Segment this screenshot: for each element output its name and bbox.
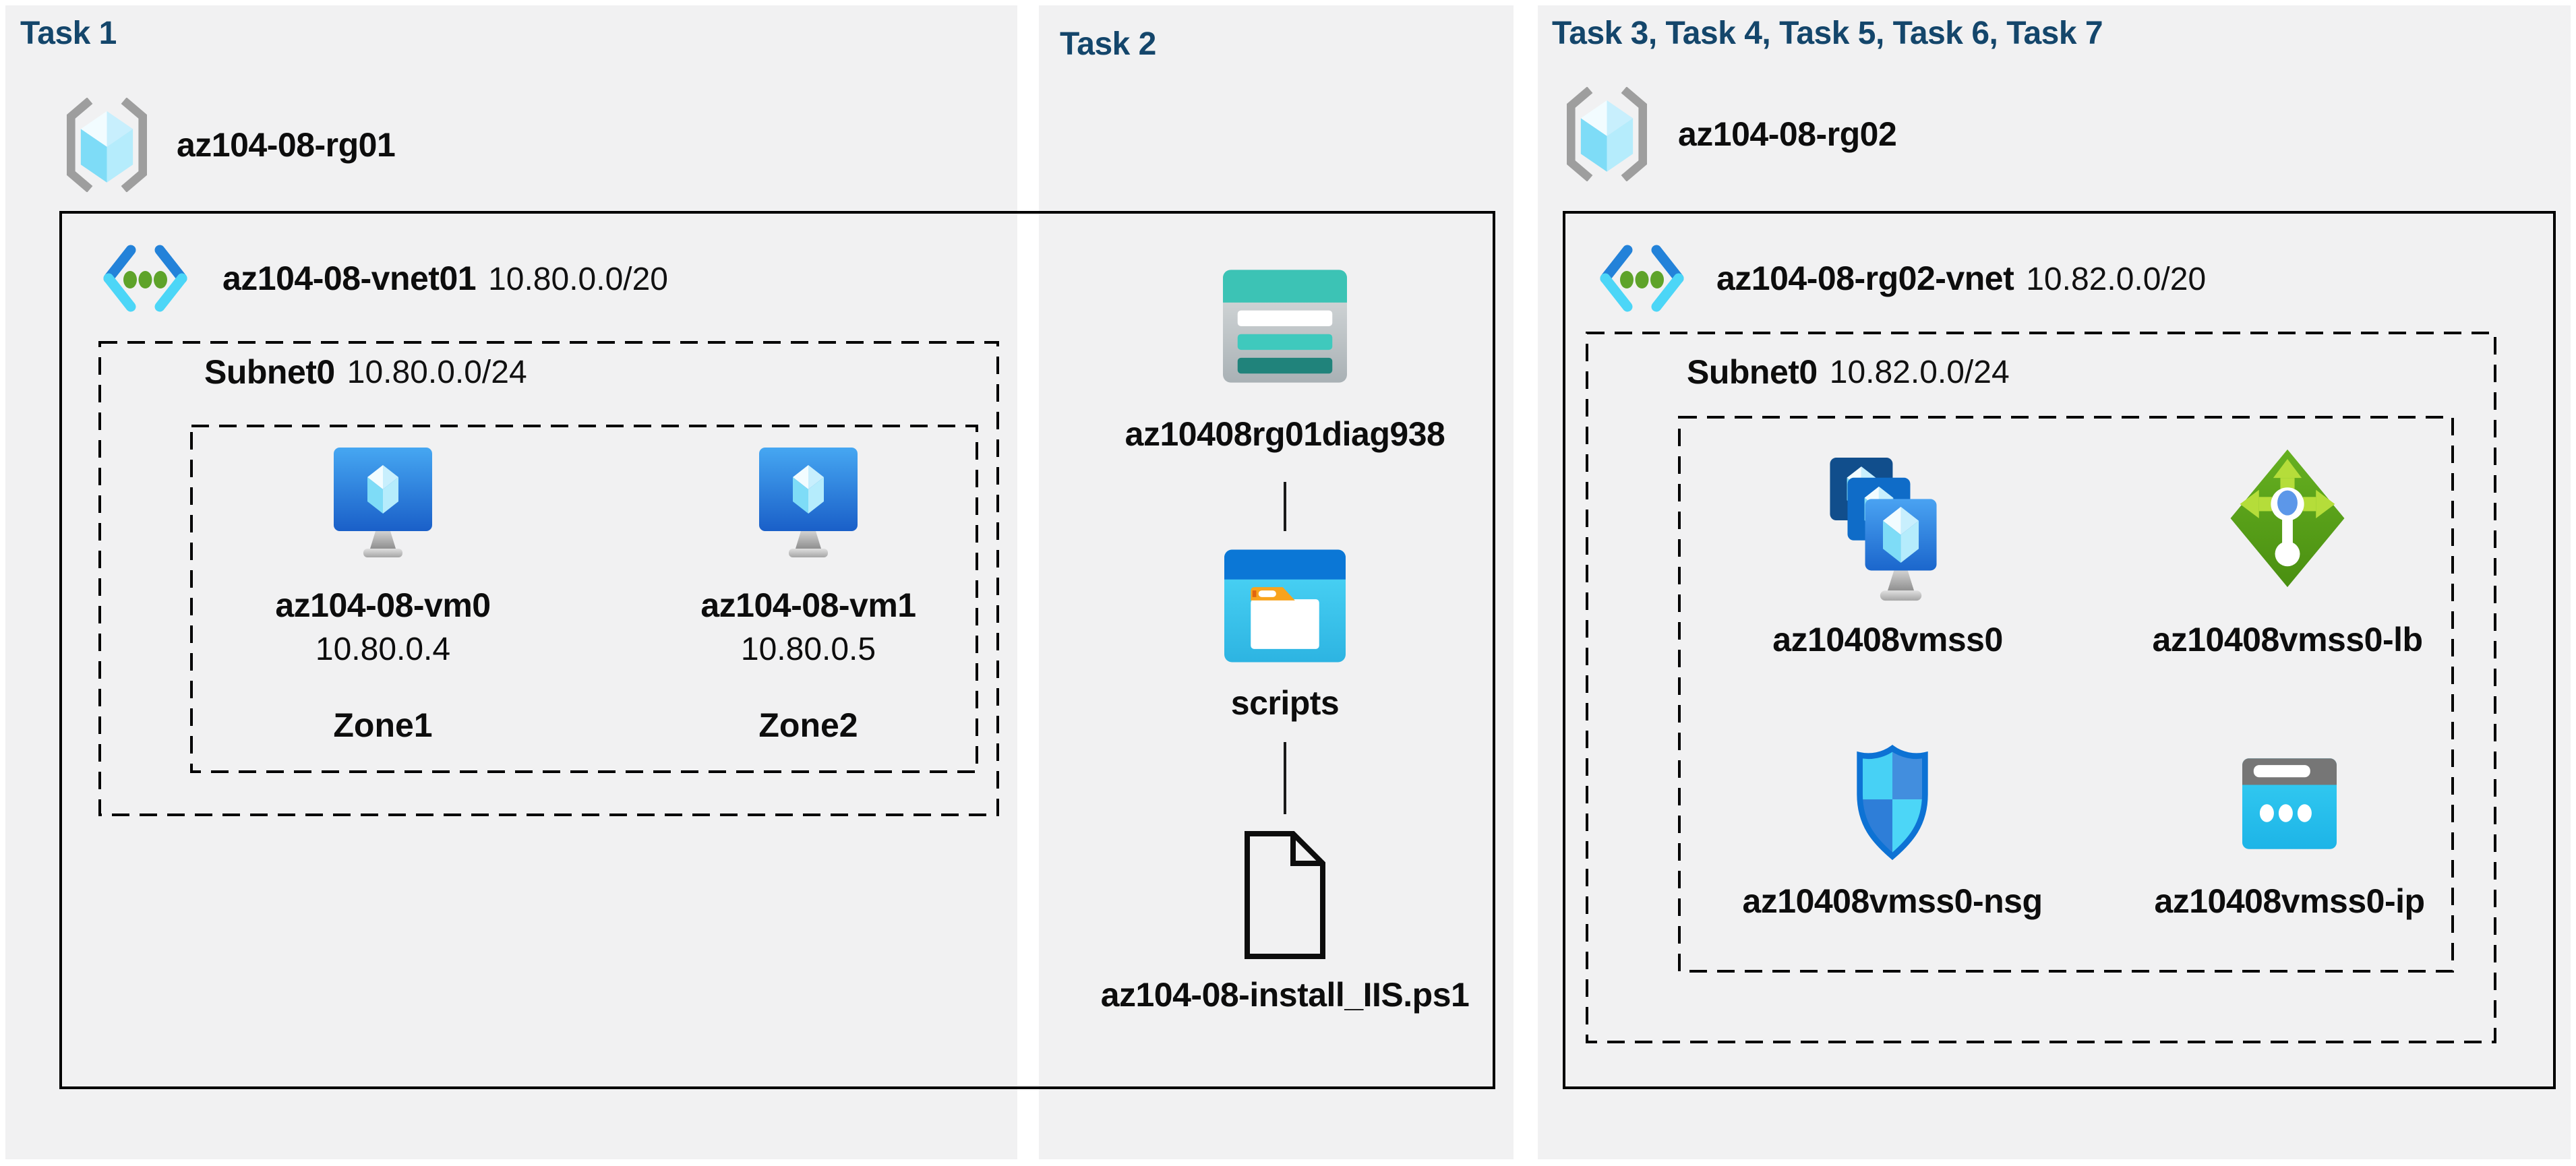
resource-group-name: az104-08-rg01 bbox=[177, 126, 396, 164]
vmss-group-dashed-border bbox=[1678, 416, 2454, 973]
file-icon bbox=[1245, 831, 1325, 959]
resource-group-icon bbox=[67, 98, 147, 192]
network-security-group-icon bbox=[1851, 744, 1934, 861]
vmss-name: az10408vmss0 bbox=[1772, 621, 2003, 658]
container-name: scripts bbox=[1230, 684, 1340, 722]
script-file-name: az104-08-install_IIS.ps1 bbox=[1100, 976, 1470, 1014]
resource-group-row-rg01: az104-08-rg01 bbox=[61, 98, 396, 192]
vm0-block: az104-08-vm0 10.80.0.4 Zone1 bbox=[248, 448, 518, 744]
vnet1-cidr: 10.80.0.0/20 bbox=[488, 262, 668, 297]
vnet1-row: az104-08-vnet01 10.80.0.0/20 bbox=[100, 245, 668, 312]
subnet2-dashed-border bbox=[1586, 332, 2496, 1043]
connector-line bbox=[1284, 482, 1286, 531]
subnet1-dashed-border bbox=[98, 341, 999, 816]
vm0-zone: Zone1 bbox=[333, 706, 433, 744]
vnet1-box bbox=[59, 211, 1495, 1089]
public-ip-address-icon bbox=[2242, 758, 2337, 849]
virtual-network-icon bbox=[1600, 245, 1684, 312]
storage-account-icon bbox=[1223, 270, 1347, 383]
load-balancer-name: az10408vmss0-lb bbox=[2152, 621, 2423, 658]
resource-group-row-rg02: az104-08-rg02 bbox=[1561, 86, 1897, 182]
vm-group-dashed-border bbox=[190, 425, 978, 773]
subnet2-name: Subnet0 bbox=[1687, 353, 1818, 391]
task3-title: Task 3, Task 4, Task 5, Task 6, Task 7 bbox=[1552, 16, 2103, 51]
vm-scale-set-icon bbox=[1830, 458, 1937, 601]
vnet2-name: az104-08-rg02-vnet bbox=[1716, 259, 2014, 297]
virtual-machine-icon bbox=[334, 448, 432, 557]
subnet1-name: Subnet0 bbox=[204, 353, 335, 391]
vm0-ip: 10.80.0.4 bbox=[315, 632, 451, 667]
subnet2-cidr: 10.82.0.0/24 bbox=[1829, 354, 2010, 390]
subnet1-cidr: 10.80.0.0/24 bbox=[347, 354, 527, 390]
blob-container-icon bbox=[1224, 549, 1346, 663]
vm0-name: az104-08-vm0 bbox=[275, 586, 491, 624]
public-ip-name: az10408vmss0-ip bbox=[2154, 882, 2425, 920]
vm1-zone: Zone2 bbox=[758, 706, 858, 744]
vnet2-box bbox=[1563, 211, 2556, 1089]
load-balancer-icon bbox=[2230, 449, 2345, 588]
resource-group-icon bbox=[1567, 87, 1647, 181]
vnet2-row: az104-08-rg02-vnet 10.82.0.0/20 bbox=[1596, 245, 2206, 312]
virtual-machine-icon bbox=[759, 448, 858, 557]
virtual-network-icon bbox=[103, 245, 187, 312]
public-ip-block: az10408vmss0-ip bbox=[2128, 758, 2451, 920]
vmss-block: az10408vmss0 bbox=[1726, 458, 2049, 658]
vnet1-name: az104-08-vnet01 bbox=[222, 259, 477, 297]
resource-group-name: az104-08-rg02 bbox=[1678, 115, 1897, 153]
vm1-ip: 10.80.0.5 bbox=[740, 632, 876, 667]
subnet2-label: Subnet0 10.82.0.0/24 bbox=[1687, 353, 2010, 391]
vm1-block: az104-08-vm1 10.80.0.5 Zone2 bbox=[673, 448, 943, 744]
connector-line bbox=[1284, 742, 1286, 814]
vnet2-cidr: 10.82.0.0/20 bbox=[2026, 262, 2207, 297]
vm1-name: az104-08-vm1 bbox=[700, 586, 916, 624]
task1-panel bbox=[5, 5, 1017, 1159]
nsg-name: az10408vmss0-nsg bbox=[1742, 882, 2043, 920]
nsg-block: az10408vmss0-nsg bbox=[1731, 744, 2054, 920]
task2-flow: az10408rg01diag938 scripts az104-08-inst… bbox=[1101, 270, 1470, 1014]
load-balancer-block: az10408vmss0-lb bbox=[2126, 447, 2449, 658]
task3-panel bbox=[1538, 5, 2571, 1159]
task2-title: Task 2 bbox=[1060, 26, 1156, 62]
subnet1-label: Subnet0 10.80.0.0/24 bbox=[204, 353, 527, 391]
storage-account-name: az10408rg01diag938 bbox=[1125, 415, 1445, 453]
task1-title: Task 1 bbox=[20, 16, 117, 51]
